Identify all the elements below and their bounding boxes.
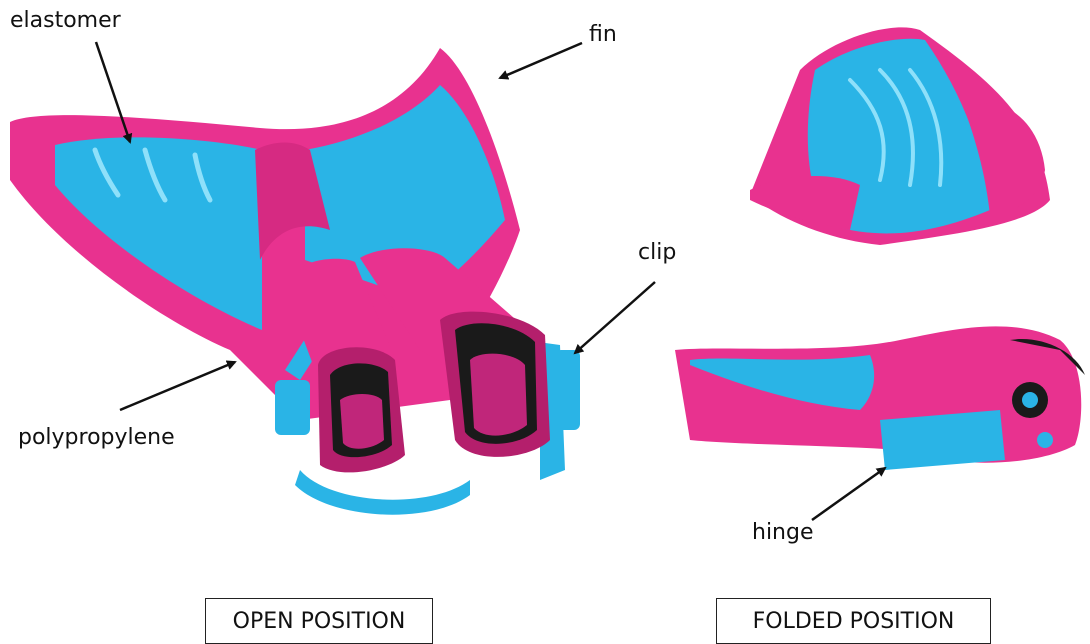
fin-arrow xyxy=(500,43,582,78)
polypropylene-arrow xyxy=(120,362,235,410)
label-polypropylene: polypropylene xyxy=(18,425,175,450)
caption-open-position: OPEN POSITION xyxy=(205,598,433,644)
folded-fin-bottom xyxy=(675,326,1085,470)
label-elastomer: elastomer xyxy=(10,8,121,33)
hinge-arrow xyxy=(812,468,885,520)
caption-folded-position: FOLDED POSITION xyxy=(716,598,991,644)
folded-fin-top xyxy=(750,27,1050,245)
label-clip: clip xyxy=(638,240,676,265)
clip-arrow xyxy=(575,282,655,353)
label-fin: fin xyxy=(589,22,617,47)
label-hinge: hinge xyxy=(752,520,814,545)
